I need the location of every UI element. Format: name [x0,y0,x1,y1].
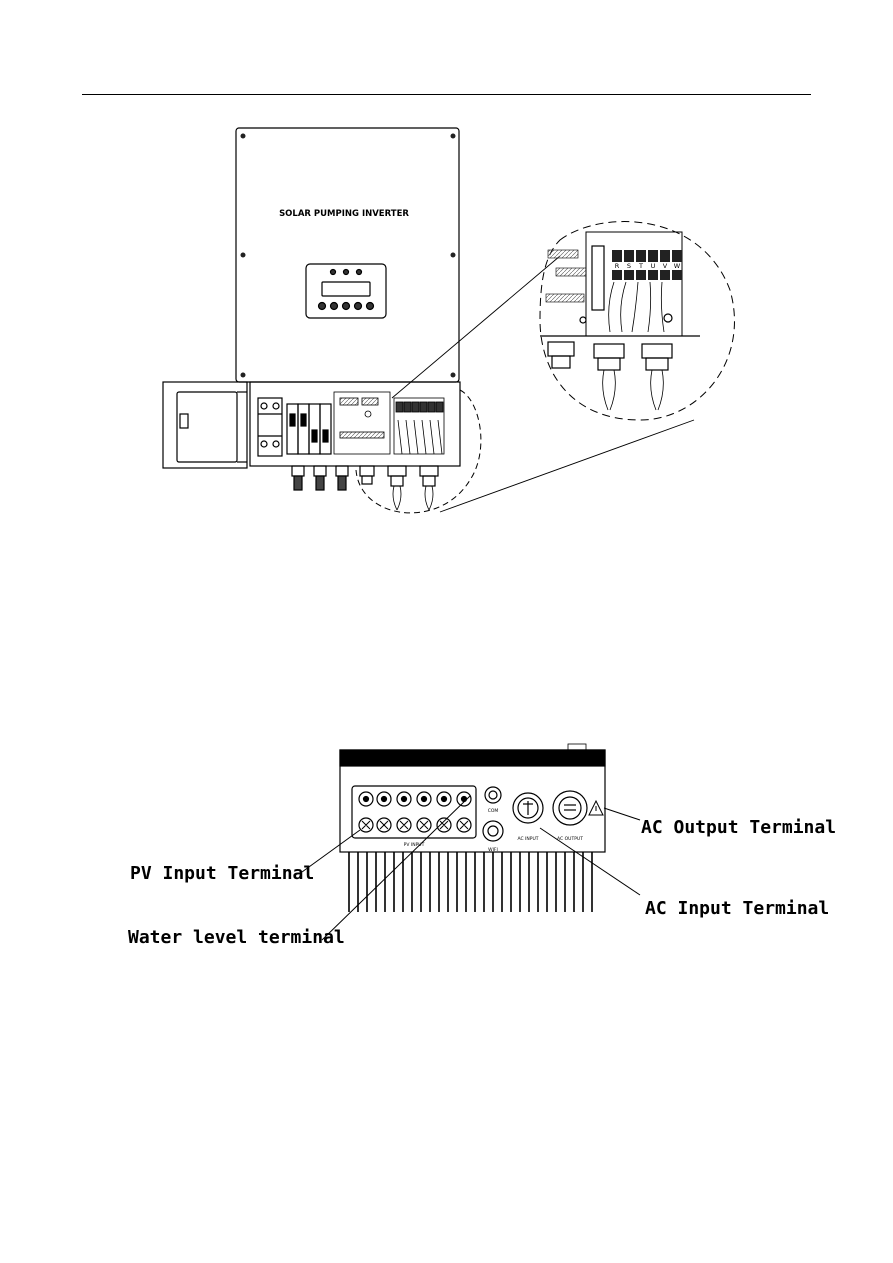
pv-input-terminal-label: PV Input Terminal [130,863,314,884]
terminal-letter-r: R [615,262,620,270]
callout-leaders [301,795,641,941]
pv-connectors-top [358,791,472,807]
ac-output-gland [552,790,588,826]
water-level-terminal-label: Water level terminal [128,927,345,948]
zoom-detail: R S T U V W [539,221,735,421]
ac-output-small-label: AC OUTPUT [557,836,583,842]
terminal-strip-small [393,397,445,455]
heatsink-fins [348,852,593,912]
terminal-letters: R S T U V W [615,262,681,270]
com-small-label: COM [488,808,499,814]
wifi-port [482,820,504,842]
terminal-letter-t: T [638,262,643,270]
com-port [484,786,502,804]
bottom-view-figure: PV INPUT COM WIFI AC INPUT AC OUTPUT [128,743,836,948]
ac-input-terminal-label: AC Input Terminal [645,898,829,919]
control-panel [305,263,387,319]
fuse-block [286,403,332,455]
wiring-compartment [249,381,461,467]
breaker-block [257,397,283,457]
inverter-upper-body [235,127,460,383]
pv-input-small-label: PV INPUT [404,842,425,848]
terminal-letter-w: W [674,262,681,270]
pv-connector-panel [351,785,477,839]
terminal-letter-s: S [627,262,631,270]
ac-input-gland [512,792,544,824]
terminal-letter-v: V [663,262,668,270]
ac-output-terminal-label: AC Output Terminal [641,817,836,838]
control-board [333,391,391,455]
open-cover [162,381,248,469]
screw-icons [240,133,456,378]
wifi-small-label: WIFI [488,847,498,853]
ac-input-small-label: AC INPUT [517,836,538,842]
header-rule [82,94,811,95]
top-edge [339,749,606,767]
terminal-letter-u: U [651,262,656,270]
cable-glands [291,465,439,511]
panel-title: SOLAR PUMPING INVERTER [279,209,409,219]
pv-connectors-bottom [358,817,472,833]
inverter-figure: SOLAR PUMPING INVERTER [162,127,735,514]
warning-icon [588,799,604,816]
